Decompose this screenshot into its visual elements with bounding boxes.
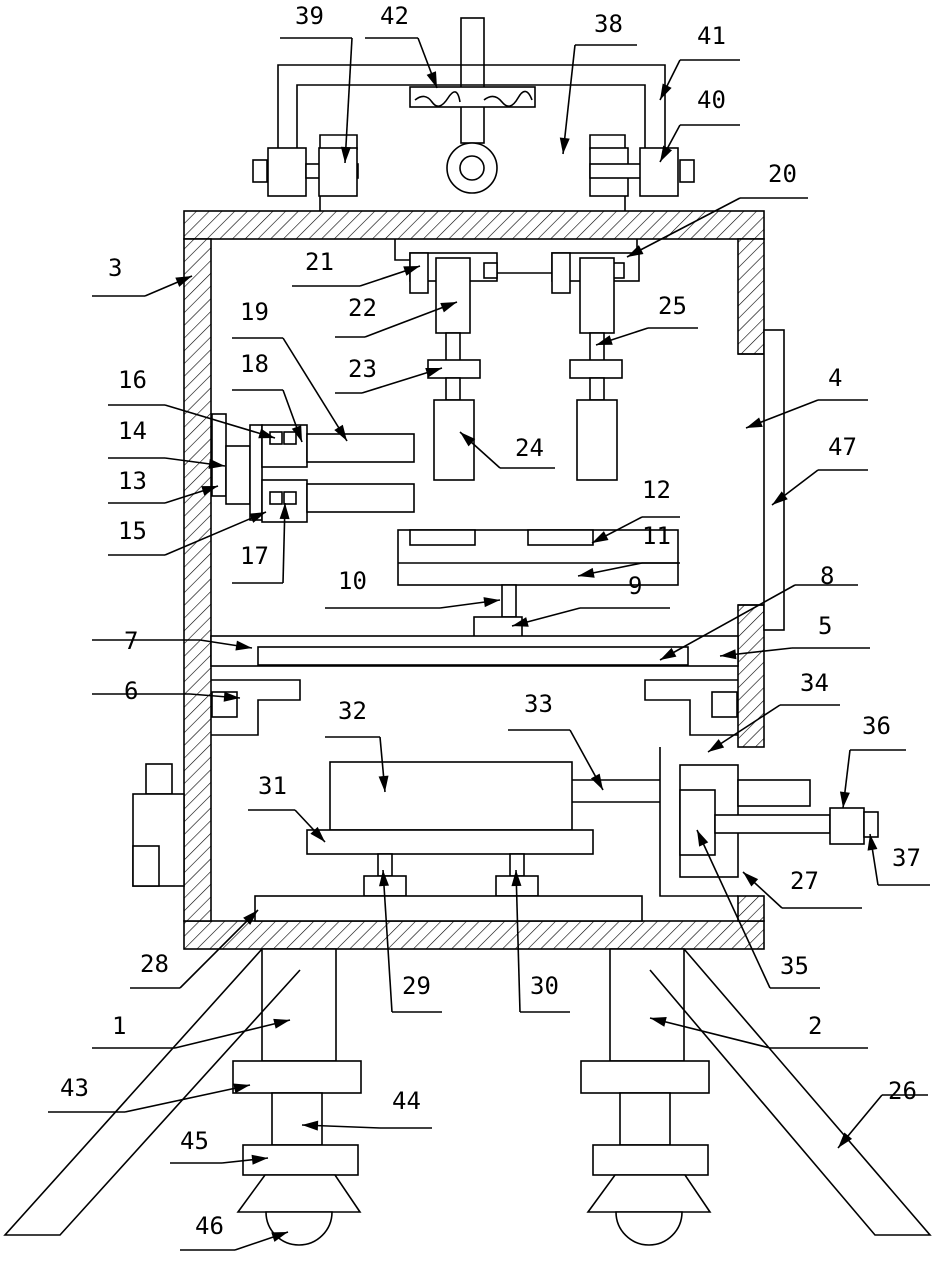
reference-numeral: 28	[140, 950, 169, 978]
reference-numeral: 27	[790, 867, 819, 895]
reference-numeral: 8	[820, 562, 834, 590]
callout-37: 37	[868, 834, 930, 885]
callout-31: 31	[248, 772, 325, 842]
reference-numeral: 11	[642, 522, 671, 550]
reference-numeral: 22	[348, 294, 377, 322]
reference-numeral: 4	[828, 364, 842, 392]
upper-mechanism	[211, 239, 784, 666]
reference-numeral: 47	[828, 433, 857, 461]
top-handle-assembly	[253, 18, 694, 211]
callout-36: 36	[840, 712, 906, 808]
reference-numeral: 44	[392, 1087, 421, 1115]
leader-line	[125, 1085, 250, 1112]
leader-line	[563, 45, 575, 154]
callout-42: 42	[365, 2, 437, 88]
reference-numeral: 17	[240, 542, 269, 570]
leader-line	[345, 38, 352, 163]
reference-numeral: 16	[118, 366, 147, 394]
reference-numeral: 19	[240, 298, 269, 326]
callout-3: 3	[92, 254, 192, 296]
reference-numeral: 30	[530, 972, 559, 1000]
arrowhead	[591, 774, 603, 790]
callout-23: 23	[335, 355, 442, 393]
legs-and-wheels	[5, 949, 930, 1245]
reference-numeral: 1	[112, 1012, 126, 1040]
callout-1: 1	[92, 1012, 290, 1048]
reference-numeral: 23	[348, 355, 377, 383]
reference-numeral: 25	[658, 292, 687, 320]
reference-numeral: 15	[118, 517, 147, 545]
reference-numeral: 36	[862, 712, 891, 740]
reference-numeral: 2	[808, 1012, 822, 1040]
reference-numeral: 32	[338, 697, 367, 725]
reference-numeral: 26	[888, 1077, 917, 1105]
arrowhead	[840, 792, 850, 808]
reference-numeral: 18	[240, 350, 269, 378]
reference-numeral: 43	[60, 1074, 89, 1102]
callout-26: 26	[838, 1077, 928, 1148]
arrowhead	[660, 83, 672, 100]
reference-numeral: 37	[892, 844, 921, 872]
reference-numeral: 29	[402, 972, 431, 1000]
arrowhead	[746, 418, 763, 428]
reference-numeral: 42	[380, 2, 409, 30]
reference-numeral: 3	[108, 254, 122, 282]
reference-numeral: 5	[818, 612, 832, 640]
reference-numeral: 33	[524, 690, 553, 718]
reference-numeral: 31	[258, 772, 287, 800]
lower-mechanism	[133, 680, 878, 921]
reference-numeral: 35	[780, 952, 809, 980]
reference-numeral: 9	[628, 572, 642, 600]
reference-numeral: 24	[515, 434, 544, 462]
reference-numeral: 34	[800, 669, 829, 697]
callout-47: 47	[772, 433, 868, 505]
reference-numeral: 45	[180, 1127, 209, 1155]
reference-numeral: 40	[697, 86, 726, 114]
callout-21: 21	[292, 248, 420, 286]
reference-numeral: 46	[195, 1212, 224, 1240]
reference-numeral: 20	[768, 160, 797, 188]
reference-numeral: 21	[305, 248, 334, 276]
reference-numeral: 38	[594, 10, 623, 38]
arrowhead	[560, 138, 570, 154]
callout-39: 39	[280, 2, 352, 163]
reference-numeral: 7	[124, 627, 138, 655]
reference-numeral: 41	[697, 22, 726, 50]
arrowhead	[627, 245, 643, 257]
reference-numeral: 13	[118, 467, 147, 495]
callout-38: 38	[560, 10, 637, 154]
arrowhead	[483, 597, 500, 607]
reference-numeral: 39	[295, 2, 324, 30]
arrowhead	[708, 739, 724, 752]
reference-numeral: 10	[338, 567, 367, 595]
reference-numeral: 6	[124, 677, 138, 705]
callout-43: 43	[48, 1074, 250, 1112]
reference-numeral: 14	[118, 417, 147, 445]
reference-numeral: 12	[642, 476, 671, 504]
